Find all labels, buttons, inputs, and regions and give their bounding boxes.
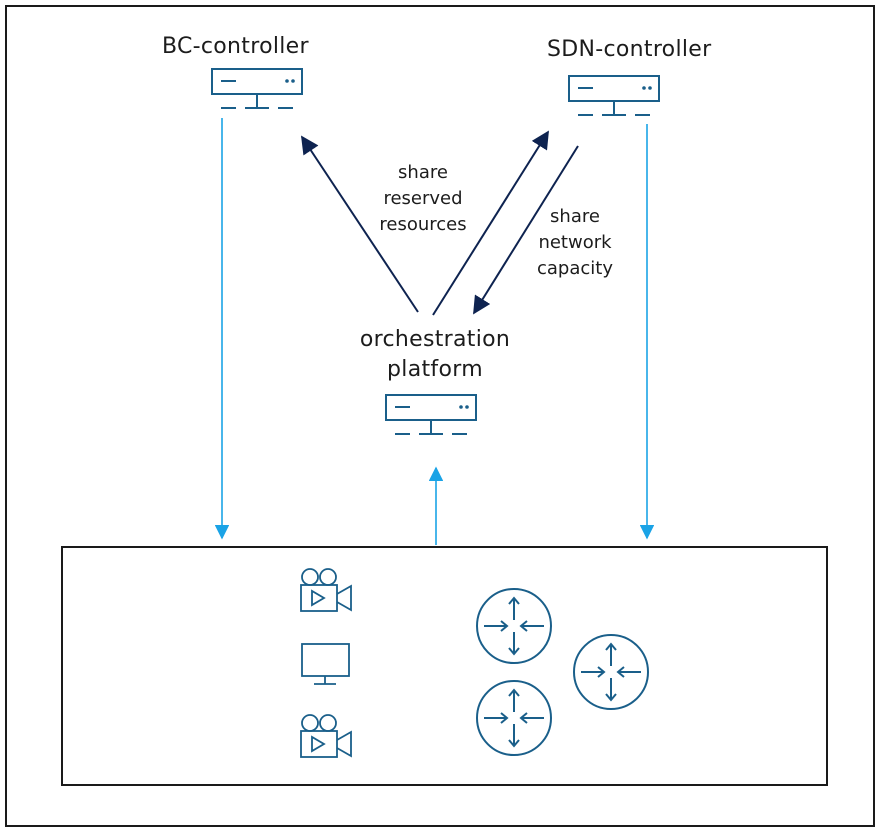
router-icon	[476, 680, 552, 756]
router-icon	[476, 588, 552, 664]
bc-controller-server-icon	[211, 68, 303, 109]
bc-controller-label: BC-controller	[162, 34, 309, 59]
monitor-icon	[301, 643, 350, 685]
network-box	[61, 546, 828, 786]
arrow-share-reserved-to-bc	[301, 135, 419, 313]
outer-frame	[5, 5, 875, 827]
video-camera-icon	[300, 568, 352, 612]
router-icon	[573, 634, 649, 710]
orchestration-platform-label: orchestration platform	[359, 327, 511, 382]
video-camera-icon	[300, 714, 352, 758]
arrow-share-reserved-to-sdn	[432, 130, 549, 316]
sdn-controller-label: SDN-controller	[547, 37, 712, 62]
share-network-capacity-label: share network capacity	[537, 206, 613, 279]
orchestration-server-icon	[385, 394, 477, 435]
arrow-share-network-to-orchestration	[473, 145, 579, 315]
sdn-controller-server-icon	[568, 75, 660, 116]
share-reserved-resources-label: share reserved resources	[379, 162, 467, 235]
